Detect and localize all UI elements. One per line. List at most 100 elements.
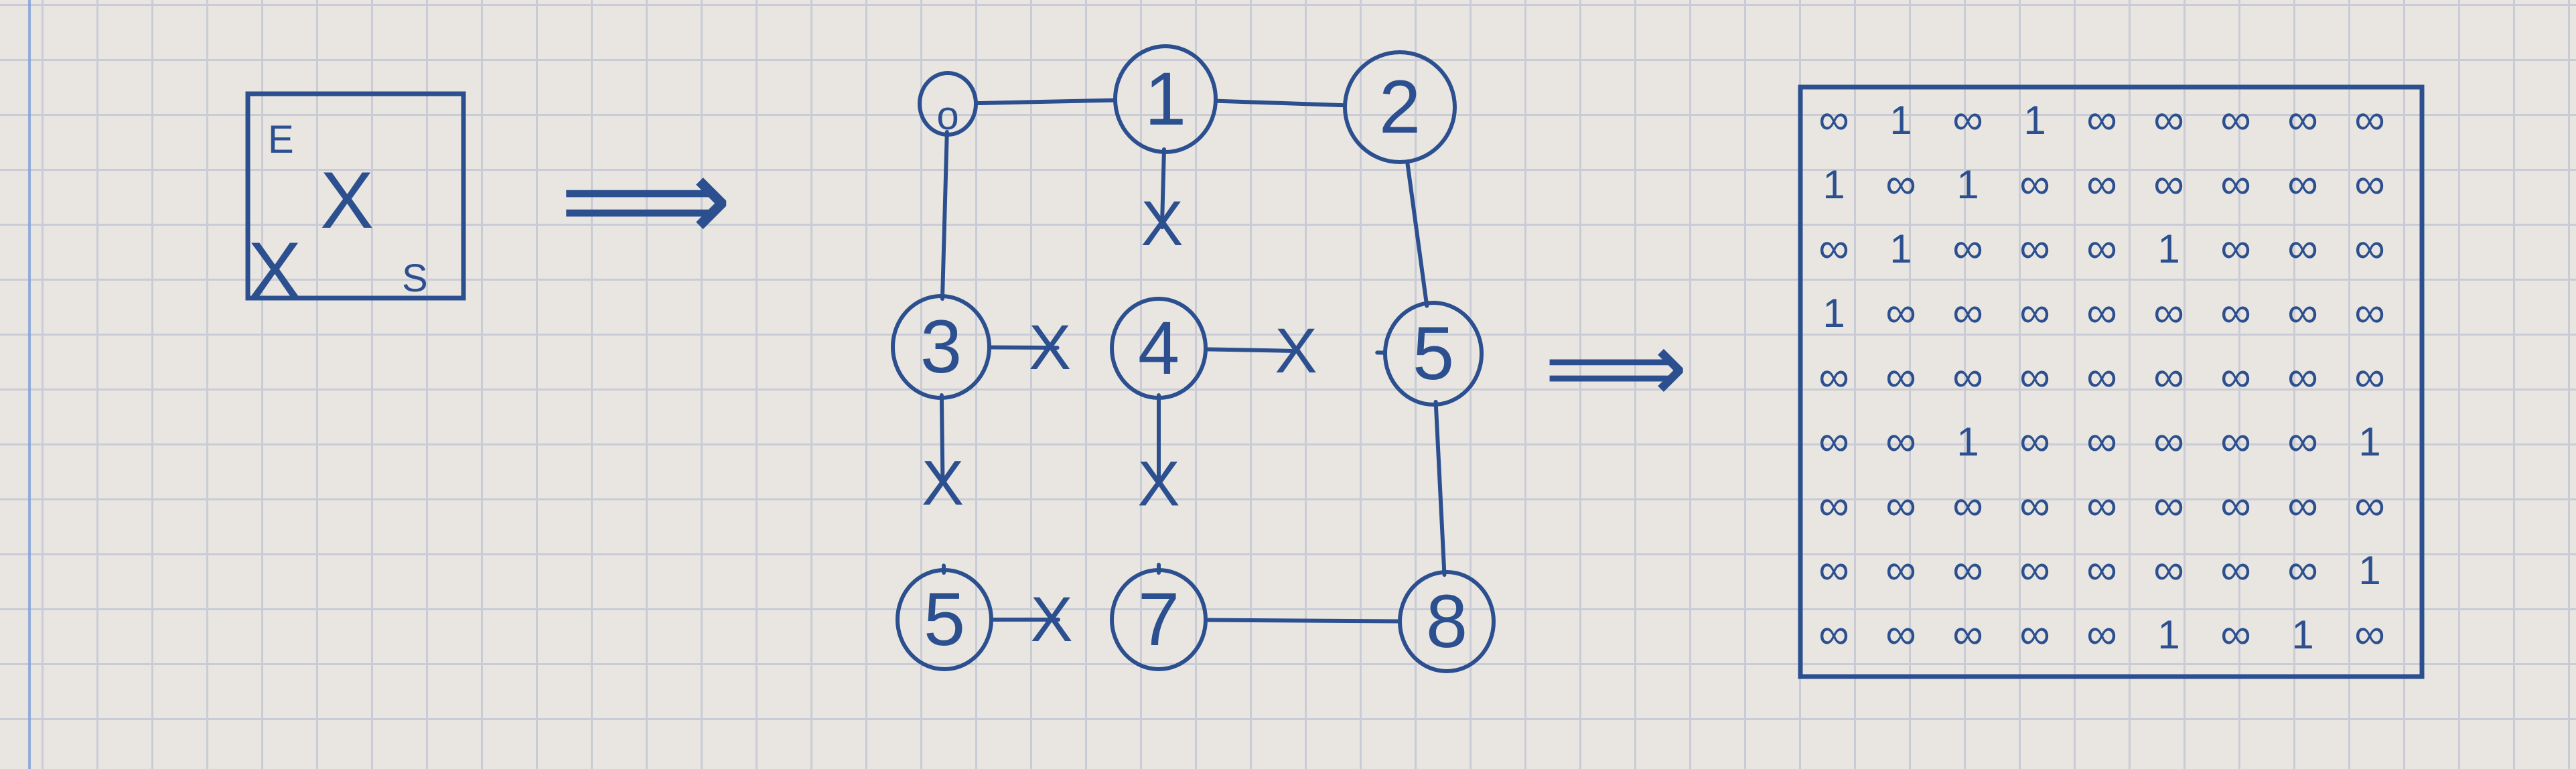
implies-arrow: ⟹ <box>559 133 732 267</box>
matrix-cell: ∞ <box>1952 288 1983 336</box>
blocked-edge-mark: X <box>1275 316 1317 387</box>
matrix-cell: ∞ <box>2019 159 2050 208</box>
matrix-cell: ∞ <box>2287 224 2318 272</box>
matrix-cell: 1 <box>2023 98 2046 143</box>
matrix-cell: ∞ <box>2354 481 2385 529</box>
matrix-cell: ∞ <box>2287 545 2318 593</box>
matrix-cell: ∞ <box>2153 95 2184 143</box>
graph-node-label: 5 <box>1413 311 1454 395</box>
matrix-cell: ∞ <box>2153 417 2184 465</box>
matrix-cell: ∞ <box>1885 545 1916 593</box>
matrix-cell: ∞ <box>1818 224 1849 272</box>
matrix-cell: ∞ <box>2153 481 2184 529</box>
matrix-cell: ∞ <box>2287 417 2318 465</box>
matrix-cell: ∞ <box>2086 159 2117 208</box>
matrix-cell: ∞ <box>2086 481 2117 529</box>
matrix-cell: ∞ <box>2019 481 2050 529</box>
maze-exit-label: S <box>402 257 428 300</box>
matrix-border <box>1798 84 2425 679</box>
matrix-cell: 1 <box>1822 162 1845 207</box>
matrix-cell: ∞ <box>1952 352 1983 401</box>
matrix-cell: ∞ <box>2153 352 2184 401</box>
graph-node-label: 3 <box>920 305 962 389</box>
adjacency-matrix: ∞ 1 ∞ 1 ∞ ∞ ∞ ∞ ∞ 1 ∞ 1 ∞ ∞ ∞ ∞ ∞ ∞ ∞ 1 ∞ ∞ ∞ 1 ∞ ∞ ∞ 1 ∞ ∞ ∞ ∞ ∞ ∞ ∞ ∞ ∞ ∞ ∞ ∞… <box>1798 84 2425 679</box>
blocked-edge-mark: X <box>1029 312 1071 383</box>
graph-edge-2-5 <box>1405 159 1429 308</box>
matrix-cell: ∞ <box>2287 352 2318 401</box>
graph-node-label: 2 <box>1379 65 1421 149</box>
matrix-cell: ∞ <box>1952 224 1983 272</box>
matrix-cell: ∞ <box>2086 224 2117 272</box>
matrix-cell: ∞ <box>2086 417 2117 465</box>
matrix-cell: 1 <box>2157 612 2179 657</box>
matrix-cell: 1 <box>2358 548 2380 593</box>
matrix-cell: ∞ <box>2287 95 2318 143</box>
matrix-cell: ∞ <box>1818 352 1849 401</box>
graph-node-6 <box>896 568 993 671</box>
graph-edge-5-8 <box>1433 399 1447 577</box>
matrix-cell: ∞ <box>2019 417 2050 465</box>
matrix-cell: ∞ <box>2287 481 2318 529</box>
matrix-cell: ∞ <box>2220 159 2251 208</box>
graph-edge-7-8 <box>1203 618 1403 624</box>
graph-node-label: 4 <box>1138 306 1179 390</box>
matrix-cell: ∞ <box>2019 288 2050 336</box>
blocked-edge-mark: X <box>1030 584 1072 655</box>
matrix-cell: ∞ <box>2220 481 2251 529</box>
matrix-cell: 1 <box>1822 291 1845 336</box>
graph-node-label: 5 <box>924 577 965 661</box>
matrix-cell: ∞ <box>2019 545 2050 593</box>
graph-edge-4-5 <box>1203 347 1388 355</box>
maze-border <box>245 91 466 301</box>
matrix-cell: ∞ <box>1885 352 1916 401</box>
maze-panel: E S X X <box>245 91 466 316</box>
graph-node-label: 8 <box>1426 579 1468 663</box>
graph-node-1 <box>1113 44 1218 154</box>
matrix-cell: ∞ <box>2354 159 2385 208</box>
matrix-cell: ∞ <box>2354 352 2385 401</box>
graph-node-2 <box>1343 50 1457 164</box>
matrix-cell: ∞ <box>1818 481 1849 529</box>
matrix-cell: 1 <box>2358 419 2380 464</box>
matrix-cell: 1 <box>1956 162 1979 207</box>
matrix-cell: ∞ <box>2153 545 2184 593</box>
blocked-edge-mark: X <box>1141 188 1183 259</box>
maze-wall-mark: X <box>248 226 301 316</box>
graph-node-7 <box>1110 568 1208 671</box>
matrix-cell: ∞ <box>2220 288 2251 336</box>
matrix-cell: ∞ <box>1885 481 1916 529</box>
maze-entry-label: E <box>268 118 294 161</box>
matrix-cell: ∞ <box>2354 288 2385 336</box>
matrix-cell: ∞ <box>2019 224 2050 272</box>
graph-edge-0-3 <box>940 129 949 301</box>
matrix-cell: ∞ <box>2220 95 2251 143</box>
matrix-cell: ∞ <box>1818 610 1849 658</box>
graph-node-5 <box>1383 301 1484 407</box>
matrix-cell: ∞ <box>1885 288 1916 336</box>
matrix-cell: ∞ <box>1885 610 1916 658</box>
graph-node-4 <box>1110 297 1208 400</box>
matrix-cell: ∞ <box>2153 288 2184 336</box>
graph-node-0 <box>918 71 978 137</box>
matrix-cell: ∞ <box>2287 288 2318 336</box>
matrix-cell: ∞ <box>2086 352 2117 401</box>
graph-edge-3-6 <box>939 393 946 575</box>
matrix-cell: ∞ <box>2220 352 2251 401</box>
matrix-cell: ∞ <box>1818 545 1849 593</box>
matrix-cell: ∞ <box>2086 95 2117 143</box>
blocked-edge-mark: X <box>1137 449 1179 520</box>
maze-wall-mark: X <box>320 155 374 245</box>
graph-node-label: o <box>936 93 958 138</box>
graph-edge-1-2 <box>1213 98 1348 108</box>
notebook-margin-line <box>28 0 31 769</box>
graph-node-label: 1 <box>1145 57 1186 141</box>
matrix-cell: ∞ <box>2153 159 2184 208</box>
implies-arrow: ⟹ <box>1544 311 1688 423</box>
matrix-cell: ∞ <box>2019 352 2050 401</box>
matrix-cell: ∞ <box>2086 545 2117 593</box>
graph-node-label: 7 <box>1138 577 1179 661</box>
matrix-cell: ∞ <box>2354 224 2385 272</box>
graph-node-8 <box>1398 570 1496 673</box>
